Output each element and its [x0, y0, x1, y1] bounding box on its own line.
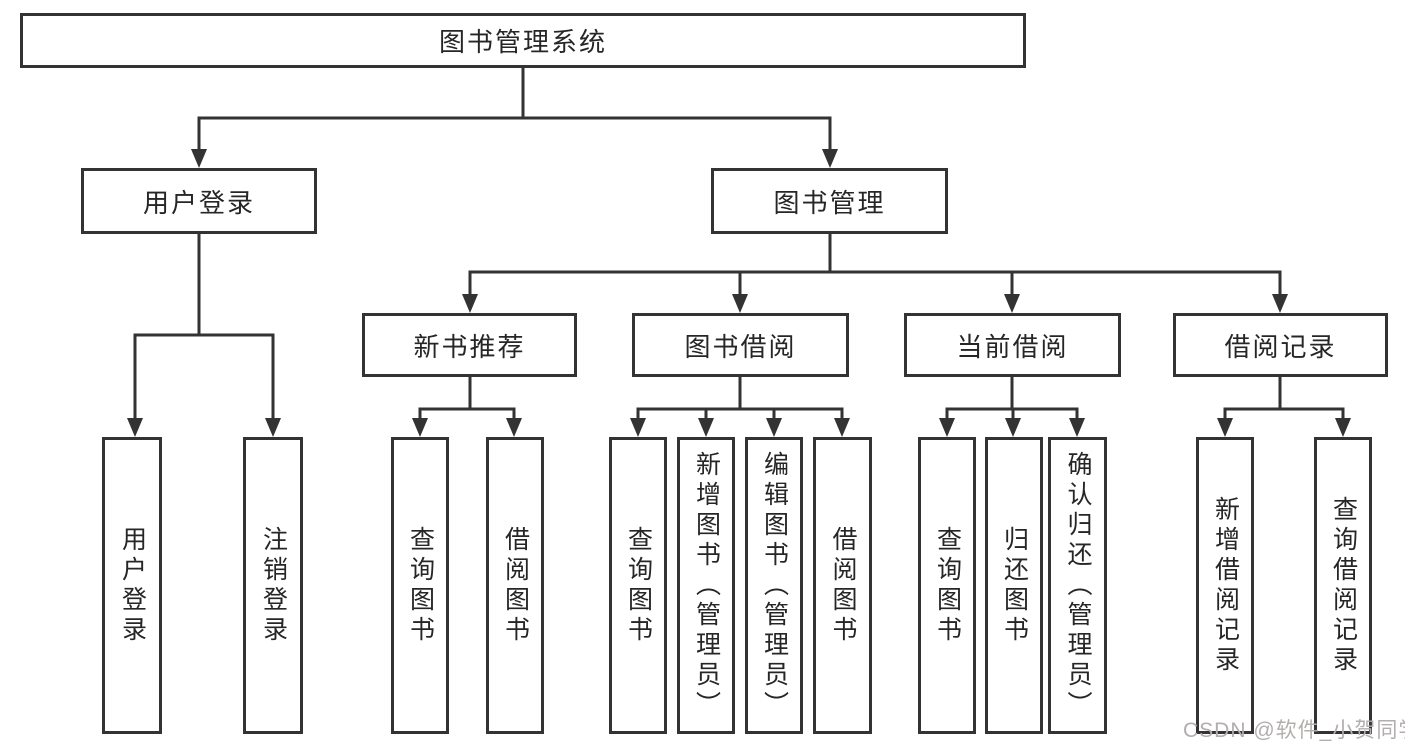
- connector-book-mgmt-mid: [738, 270, 1014, 298]
- leaf-logout: 注销登录: [243, 437, 303, 734]
- leaf-label: 编辑图书（管理员）: [760, 450, 789, 721]
- leaf-label: 查询图书: [624, 525, 653, 646]
- node-book-borrow: 图书借阅: [632, 313, 849, 377]
- leaf-label: 注销登录: [259, 525, 288, 646]
- connector-book-borrow-split: [636, 407, 844, 422]
- leaf-label: 确认归还（管理员）: [1064, 450, 1092, 721]
- leaf-label: 查询借阅记录: [1329, 495, 1358, 676]
- node-borrow-record: 借阅记录: [1173, 313, 1388, 377]
- watermark: CSDN @软件_小贺同学: [1183, 719, 1405, 742]
- leaf-query-book-1: 查询图书: [391, 437, 449, 734]
- leaf-label: 借阅图书: [829, 525, 857, 646]
- connector-book-borrow-mid: [704, 407, 776, 422]
- leaf-label: 查询图书: [406, 525, 435, 646]
- connector-new-book-split: [418, 407, 516, 422]
- leaf-label: 查询图书: [933, 525, 962, 646]
- root-node-library-system: 图书管理系统: [20, 13, 1026, 68]
- connector-book-mgmt-split: [468, 270, 1282, 298]
- leaf-borrow-book-2: 借阅图书: [813, 437, 872, 734]
- connector-borrow-record-split: [1223, 407, 1345, 422]
- leaf-add-borrow-record: 新增借阅记录: [1196, 437, 1254, 734]
- leaf-query-book-2: 查询图书: [609, 437, 667, 734]
- connector-root-split: [197, 116, 832, 153]
- leaf-label: 新增图书（管理员）: [692, 450, 721, 721]
- leaf-label: 归还图书: [1000, 525, 1029, 646]
- leaf-borrow-book-1: 借阅图书: [486, 437, 544, 734]
- node-book-management: 图书管理: [711, 168, 948, 234]
- leaf-label: 用户登录: [118, 525, 147, 646]
- node-new-book-recommend: 新书推荐: [362, 313, 577, 377]
- leaf-return-book: 归还图书: [985, 437, 1043, 734]
- node-current-borrow: 当前借阅: [904, 313, 1121, 377]
- leaf-confirm-return-admin: 确认归还（管理员）: [1048, 437, 1107, 734]
- leaf-label: 借阅图书: [501, 525, 530, 646]
- node-user-login: 用户登录: [81, 168, 317, 234]
- leaf-edit-book-admin: 编辑图书（管理员）: [745, 437, 803, 734]
- leaf-query-borrow-record: 查询借阅记录: [1314, 437, 1372, 734]
- leaf-user-login: 用户登录: [102, 437, 162, 734]
- leaf-query-book-3: 查询图书: [918, 437, 976, 734]
- leaf-add-book-admin: 新增图书（管理员）: [677, 437, 735, 734]
- leaf-label: 新增借阅记录: [1211, 495, 1240, 676]
- arrowheads: [127, 149, 1351, 437]
- connector-user-login-split: [133, 333, 275, 422]
